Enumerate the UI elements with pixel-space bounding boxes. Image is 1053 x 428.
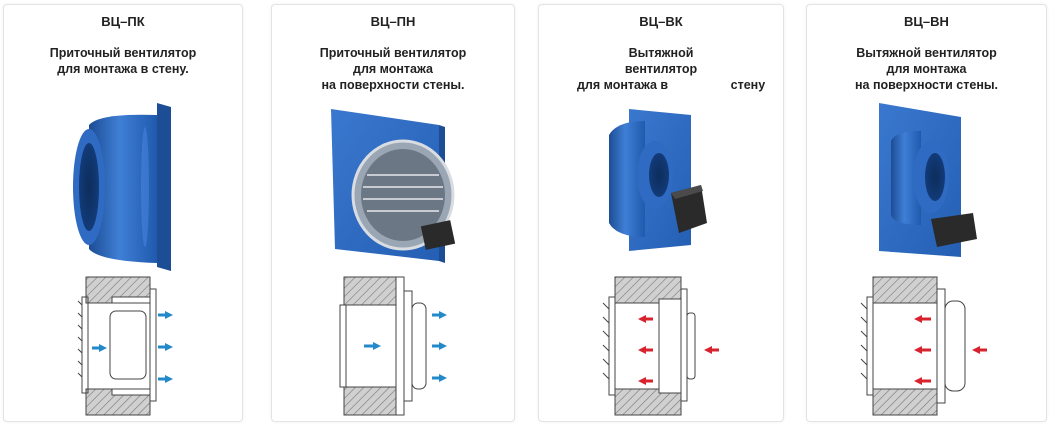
description-line: на поверхности стены. [321,78,465,92]
product-title: ВЦ–ПН [370,14,416,29]
in-wall-exhaust-diagram-icon [602,276,719,416]
surface-supply-diagram-icon [339,276,447,416]
description-line: на поверхности стены. [854,78,999,92]
product-title: ВЦ–ПК [101,14,145,29]
product-card-vc-vk[interactable]: ВЦ–ВК Вытяжной вентилятор для монтажа в … [538,4,784,422]
surface-mounted-exhaust-fan-icon [879,103,977,257]
product-card-vc-pn[interactable]: ВЦ–ПН Приточный вентилятор для монтажа н… [271,4,515,422]
description-line: для монтажа в стену. [57,62,189,76]
description-line: для монтажа [886,62,967,76]
description-line: Вытяжной вентилятор [856,46,997,60]
surface-exhaust-diagram-icon [860,276,987,416]
product-card-vc-pk[interactable]: ВЦ–ПК Приточный вентилятор для монтажа в… [3,4,243,422]
description-line: Приточный вентилятор [319,46,467,60]
wall-mounted-exhaust-fan-icon [609,109,707,251]
description-line: для монтажа [353,62,433,76]
product-description: Вытяжной вентилятор для монтажа в стену [539,45,783,93]
in-wall-supply-diagram-icon [77,276,173,416]
product-description: Вытяжной вентилятор для монтажа на повер… [807,45,1046,93]
product-title: ВЦ–ВК [639,14,683,29]
surface-mounted-supply-fan-icon [331,109,456,263]
description-line: для монтажа в стену [577,78,766,92]
description-line: вентилятор [624,62,698,76]
product-title: ВЦ–ВН [904,14,949,29]
description-line: Вытяжной [628,46,694,60]
product-description: Приточный вентилятор для монтажа на пове… [272,45,514,93]
product-description: Приточный вентилятор для монтажа в стену… [4,45,242,77]
wall-mounted-supply-fan-icon [73,103,171,271]
description-line: Приточный вентилятор [49,46,197,60]
product-card-vc-vn[interactable]: ВЦ–ВН Вытяжной вентилятор для монтажа на… [806,4,1047,422]
